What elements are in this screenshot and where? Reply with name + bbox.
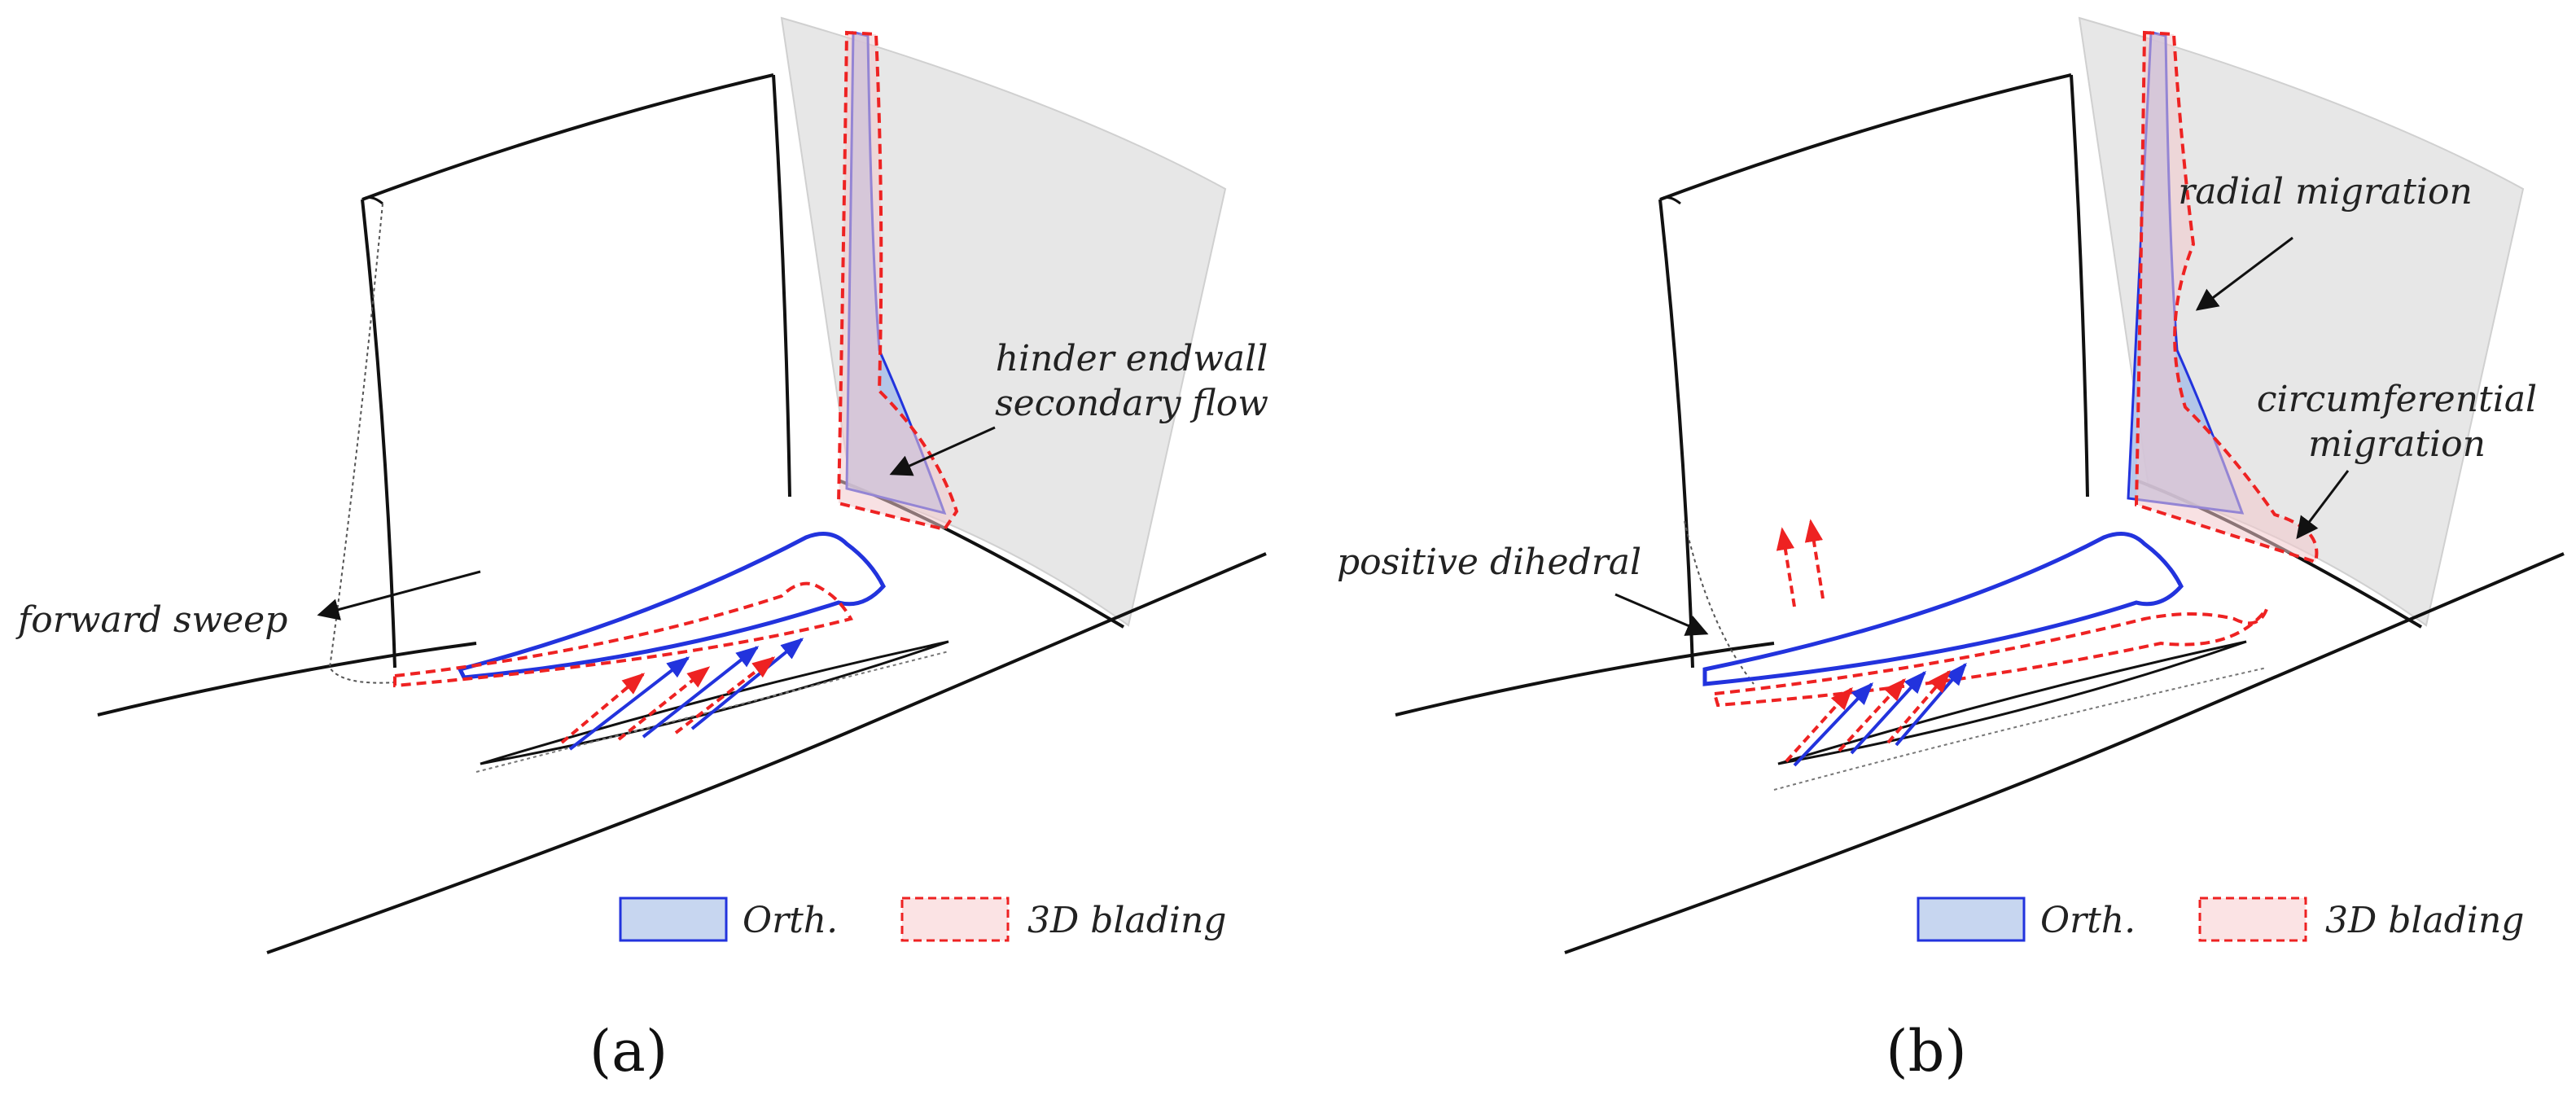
orth-flow-arrow (1793, 682, 1873, 767)
legend-blading-swatch (2198, 897, 2307, 942)
downstream-blade-3d (1773, 667, 2267, 791)
legend-orth-label: Orth. (743, 900, 838, 941)
swept-blade-outline (328, 203, 396, 684)
legend: Orth. 3D blading (1917, 897, 2524, 942)
blade-tip (1659, 73, 2072, 201)
panel-label: (b) (1886, 1018, 1966, 1085)
blading-endwall-vortex (1712, 607, 2268, 708)
orth-flow-arrow (568, 656, 690, 751)
hub-curve-lower (1564, 552, 2565, 954)
blading-wake-profile (2134, 30, 2319, 564)
orth-flow-arrow (690, 638, 804, 730)
panel-label: (a) (589, 1018, 668, 1085)
annotation-radial-migration: radial migration (2178, 171, 2473, 213)
annotation-endwall-line2: secondary flow (995, 383, 1268, 424)
legend-blading-label: 3D blading (2325, 900, 2524, 941)
blading-flow-arrow (1785, 686, 1853, 763)
legend-orth-swatch (1917, 897, 2026, 942)
blading-endwall-vortex (393, 581, 853, 688)
blading-radial-arrow (1804, 519, 1825, 599)
legend-blading-label: 3D blading (1027, 900, 1226, 941)
blade-trailing-edge (2070, 74, 2089, 498)
blading-flow-arrow (1886, 669, 1951, 744)
hub-curve-upper (97, 642, 477, 717)
legend-orth-label: Orth. (2040, 900, 2136, 941)
orth-endwall-vortex (457, 532, 886, 680)
annotation-endwall-line1: hinder endwall (996, 338, 1268, 379)
hub-curve-upper (1395, 642, 1775, 717)
legend-orth-swatch (619, 897, 728, 942)
annotation-circumferential-line2: migration (2308, 423, 2486, 465)
blading-flow-arrow (674, 656, 776, 734)
hub-curve-lower (266, 552, 1267, 954)
annotation-sweep-arrow (317, 570, 481, 620)
dihedral-blade-outline (1684, 520, 1755, 685)
annotation-circumferential-arrow (2296, 470, 2350, 540)
downstream-blade-3d (475, 651, 949, 773)
blading-wake-profile (836, 30, 959, 532)
annotation-dihedral-arrow (1614, 593, 1709, 636)
legend-blading-swatch (900, 897, 1010, 942)
annotation-positive-dihedral: positive dihedral (1337, 541, 1641, 583)
blading-radial-arrow (1776, 527, 1796, 607)
blade-tip (361, 73, 774, 201)
orth-flow-arrow (642, 646, 760, 739)
blade-tip-cap (361, 195, 383, 205)
annotation-forward-sweep: forward sweep (15, 599, 287, 641)
blade-tip-cap (1659, 195, 1681, 205)
legend: Orth. 3D blading (619, 897, 1226, 942)
blade-trailing-edge (772, 74, 791, 498)
panel-b: radial migration circumferential migrati… (1337, 16, 2565, 1085)
orth-flow-arrow (1850, 670, 1926, 755)
annotation-circumferential-line1: circumferential (2257, 379, 2537, 420)
downstream-blade (480, 640, 949, 765)
annotation-endwall-arrow (889, 426, 996, 476)
annotation-radial-arrow (2195, 236, 2293, 311)
blade-leading-edge (361, 199, 396, 669)
panel-a: hinder endwall secondary flow forward sw… (15, 16, 1268, 1085)
blading-flow-arrow (617, 666, 711, 741)
blading-flow-arrow (560, 673, 646, 744)
blade-leading-edge (1658, 199, 1694, 669)
orth-flow-arrow (1895, 662, 1967, 747)
downstream-blade (1777, 640, 2247, 765)
orth-endwall-vortex (1702, 532, 2184, 686)
blading-flow-arrow (1838, 677, 1906, 752)
